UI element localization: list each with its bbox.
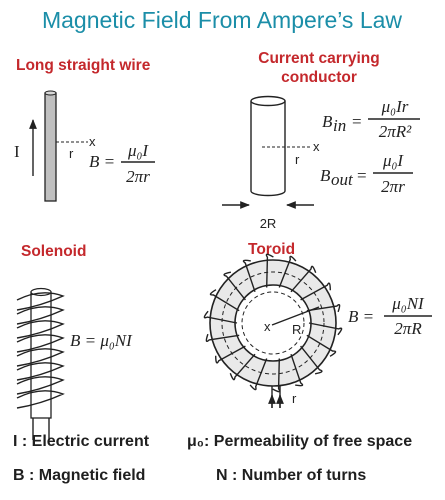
wire-point-x: x (89, 134, 96, 149)
toroid-winding-turn (300, 282, 331, 301)
conductor-heading-2: conductor (281, 69, 357, 86)
wire-heading: Long straight wire (16, 57, 151, 74)
toroid-winding-turn (308, 322, 343, 336)
wire-section: Long straight wire I x r B = μ₀I 2πr (14, 57, 155, 202)
wire-formula-lhs: B = (89, 152, 115, 171)
bout-subscript: out (331, 170, 354, 189)
page-title: Magnetic Field From Ampere’s Law (42, 7, 402, 33)
bout-denominator: 2πr (381, 177, 405, 196)
toroid-radius-line (271, 306, 320, 326)
toroid-winding-turn (290, 265, 317, 293)
toroid-formula-lhs: B = (348, 307, 374, 326)
toroid-winding-turn (290, 353, 304, 387)
toroid-mean-path (221, 271, 325, 375)
toroid-heading: Toroid (248, 241, 295, 258)
bin-numerator: μ₀Ir (381, 97, 409, 116)
solenoid-formula: B = μ₀NI (70, 331, 133, 350)
toroid-winding-turn (265, 253, 274, 288)
legend-item-field: B : Magnetic field (13, 467, 145, 484)
toroid-winding-turn (306, 334, 337, 357)
toroid-R-label: R (292, 322, 301, 337)
toroid-winding-turn (203, 310, 238, 324)
legend-item-current: I : Electric current (13, 433, 150, 450)
toroid-section: Toroid x R r B = μ₀NI 2πR (203, 241, 432, 408)
legend-item-turns: N : Number of turns (216, 467, 366, 484)
bin-equals: = (352, 112, 362, 131)
toroid-formula-num: μ₀NI (391, 294, 425, 313)
bin-symbol: B (322, 112, 333, 131)
toroid-winding-turn (223, 271, 246, 301)
solenoid-section: Solenoid B = μ₀NI (16, 243, 133, 440)
toroid-winding-turn (209, 289, 240, 312)
conductor-heading-1: Current carrying (258, 50, 379, 67)
solenoid-coil (16, 292, 65, 409)
toroid-winding-turn (215, 345, 246, 364)
conductor-point-x: x (313, 139, 320, 154)
toroid-winding-turn (205, 333, 240, 342)
toroid-winding-turn (278, 255, 297, 288)
bout-equals: = (357, 166, 367, 185)
legend-item-permeability: μ₀: Permeability of free space (187, 433, 412, 450)
toroid-winding-turn (300, 345, 323, 375)
wire-formula-den: 2πr (126, 167, 150, 186)
wire-top (44, 90, 57, 96)
conductor-section: Current carrying conductor x r 2R B in =… (222, 50, 420, 231)
toroid-center-x: x (264, 319, 271, 334)
solenoid-heading: Solenoid (21, 243, 86, 260)
bout-numerator: μ₀I (382, 151, 404, 170)
bin-denominator: 2πR² (379, 122, 412, 141)
wire-formula-num: μ₀I (127, 141, 149, 160)
wire-r-label: r (69, 146, 74, 161)
solenoid-core (30, 291, 52, 419)
conductor-r-label: r (295, 152, 300, 167)
legend: I : Electric current μ₀: Permeability of… (13, 433, 412, 484)
toroid-winding-turn (249, 358, 268, 391)
diameter-label: 2R (260, 216, 277, 231)
toroid-inner-path (241, 291, 305, 355)
wire-current-label: I (14, 142, 20, 161)
toroid-winding-turn (272, 358, 281, 393)
conductor-top (250, 95, 286, 107)
toroid-formula-den: 2πR (394, 319, 422, 338)
toroid-winding-turn (229, 353, 256, 381)
bin-subscript: in (333, 116, 346, 135)
toroid-windings (203, 253, 343, 393)
toroid-winding-turn (306, 304, 341, 313)
wire-rod (44, 92, 57, 202)
toroid-winding-turn (242, 259, 256, 293)
bout-symbol: B (320, 166, 331, 185)
conductor-body (250, 101, 286, 197)
toroid-r-label: r (292, 391, 297, 406)
